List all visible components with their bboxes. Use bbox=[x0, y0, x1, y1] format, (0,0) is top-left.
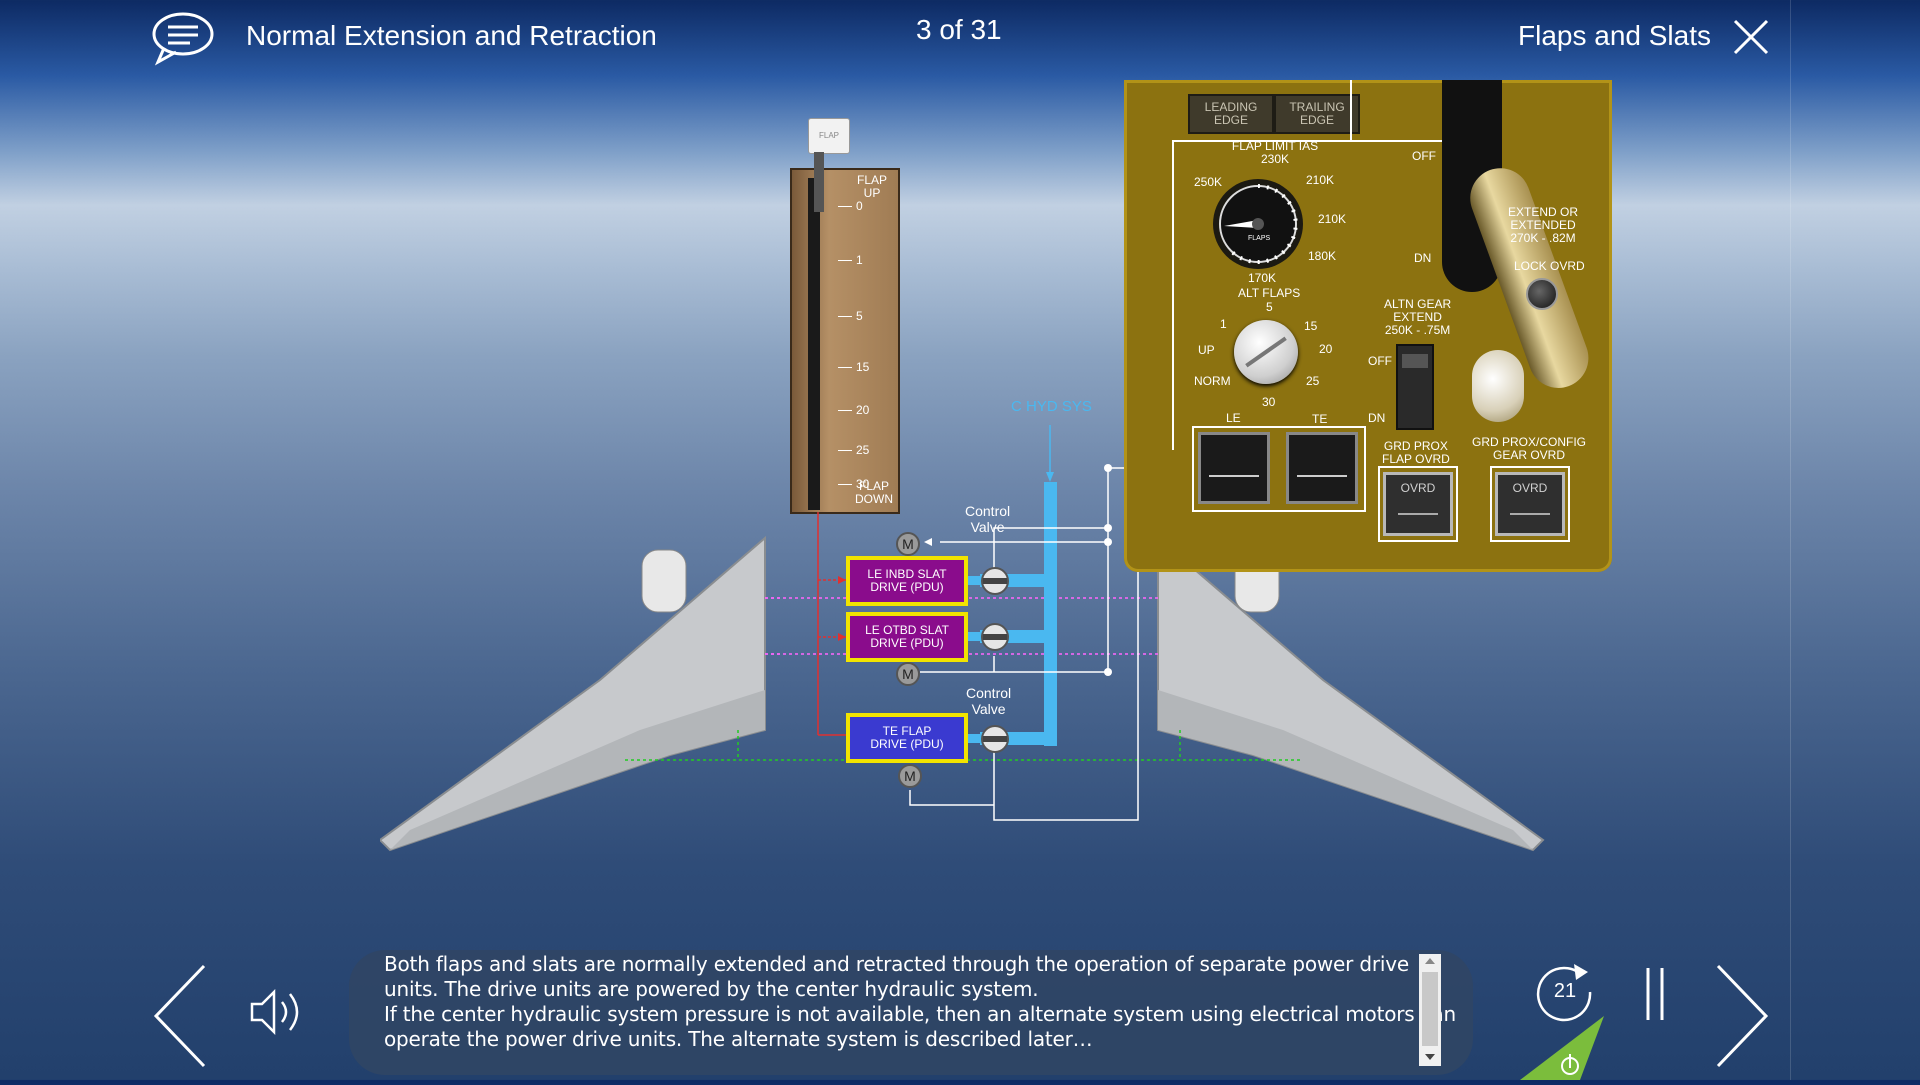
replay-count: 21 bbox=[1553, 980, 1577, 1002]
ias-250-label: 250K bbox=[1194, 175, 1223, 189]
scroll-down-arrow[interactable] bbox=[1425, 1054, 1435, 1060]
control-valve-label-2: Control Valve bbox=[966, 685, 1012, 717]
tick-25: 25 bbox=[856, 443, 870, 457]
ias-210a-label: 210K bbox=[1306, 173, 1335, 187]
flap-position-gauge bbox=[1213, 179, 1303, 269]
grd-prox-gear-ovrd-switch[interactable]: OVRD bbox=[1495, 472, 1565, 536]
tick-0: 0 bbox=[856, 199, 863, 213]
c-hyd-sys-label: C HYD SYS bbox=[1011, 398, 1092, 415]
le-switch-label: LE bbox=[1226, 411, 1241, 425]
pdu-te-flap: TE FLAP DRIVE (PDU) bbox=[846, 713, 968, 763]
left-engine bbox=[641, 549, 687, 613]
airline-tail-logo bbox=[1520, 1016, 1604, 1080]
module-title: Flaps and Slats bbox=[1518, 20, 1711, 51]
chevron-left-icon bbox=[153, 964, 206, 1068]
transcript-button[interactable] bbox=[150, 10, 216, 66]
te-alt-flap-switch[interactable] bbox=[1286, 432, 1358, 504]
motor-le-otbd: M bbox=[896, 662, 920, 686]
lock-ovrd-label: LOCK OVRD bbox=[1514, 259, 1585, 273]
flap-gear-panel: LEADING EDGE TRAILING EDGE FLAP LIMIT IA… bbox=[1124, 80, 1612, 572]
grd-prox-config-label: GRD PROX/CONFIG GEAR OVRD bbox=[1472, 435, 1587, 462]
speaker-icon bbox=[250, 988, 299, 1036]
flap-lever-stem bbox=[814, 152, 824, 212]
ias-210b-label: 210K bbox=[1318, 212, 1347, 226]
flap-lever-handle[interactable]: FLAP bbox=[808, 118, 850, 154]
lesson-title: Normal Extension and Retraction bbox=[246, 20, 657, 51]
trailing-edge-button[interactable]: TRAILING EDGE bbox=[1274, 94, 1360, 134]
speech-bubble-icon bbox=[152, 12, 214, 66]
te-switch-label: TE bbox=[1312, 412, 1328, 426]
control-valve-le-otbd bbox=[981, 623, 1009, 651]
tick-1: 1 bbox=[856, 253, 863, 267]
ias-170-label: 170K bbox=[1248, 271, 1277, 285]
control-valve-le-inbd bbox=[981, 567, 1009, 595]
altn-gear-label: ALTN GEAR EXTEND 250K - .75M bbox=[1384, 297, 1452, 337]
alt-flaps-label: ALT FLAPS bbox=[1238, 286, 1301, 300]
close-icon bbox=[1733, 19, 1769, 55]
altn-dn-label: DN bbox=[1368, 411, 1386, 425]
tick-20: 20 bbox=[856, 403, 870, 417]
chevron-right-icon bbox=[1716, 964, 1769, 1068]
right-divider bbox=[1790, 0, 1791, 1080]
next-button[interactable] bbox=[1712, 962, 1772, 1070]
gear-dn-label: DN bbox=[1414, 251, 1432, 265]
gear-off-label: OFF bbox=[1412, 149, 1436, 163]
alt-flaps-selector[interactable] bbox=[1234, 320, 1298, 384]
flaps-gauge-label: FLAPS bbox=[1248, 235, 1271, 242]
audio-button[interactable] bbox=[248, 982, 308, 1042]
flap-lever-slot bbox=[808, 178, 820, 510]
control-valve-label-1: Control Valve bbox=[965, 503, 1011, 535]
caption-scrollbar[interactable] bbox=[1419, 954, 1441, 1066]
gear-lever-wheel[interactable] bbox=[1472, 350, 1524, 422]
pdu-le-inbd-slat: LE INBD SLAT DRIVE (PDU) bbox=[846, 556, 968, 606]
lock-override-button[interactable] bbox=[1526, 278, 1558, 310]
close-button[interactable] bbox=[1732, 18, 1770, 56]
tick-5: 5 bbox=[856, 309, 863, 323]
motor-te-flap: M bbox=[898, 764, 922, 788]
pause-button[interactable] bbox=[1640, 966, 1670, 1022]
ias-180-label: 180K bbox=[1308, 249, 1337, 263]
altn-gear-extend-switch[interactable] bbox=[1396, 344, 1434, 430]
extend-limit-label: EXTEND OR EXTENDED 270K - .82M bbox=[1508, 205, 1579, 245]
control-valve-te-flap bbox=[981, 725, 1009, 753]
le-alt-flap-switch[interactable] bbox=[1198, 432, 1270, 504]
tick-15: 15 bbox=[856, 360, 870, 374]
caption-panel bbox=[349, 950, 1473, 1075]
scroll-thumb[interactable] bbox=[1422, 972, 1438, 1046]
tail-logo-icon bbox=[1520, 1016, 1604, 1080]
altn-off-label: OFF bbox=[1368, 354, 1392, 368]
replay-icon bbox=[1536, 964, 1592, 1022]
tick-30: 30 bbox=[856, 477, 870, 491]
scroll-up-arrow[interactable] bbox=[1425, 958, 1435, 964]
replay-button[interactable]: 21 bbox=[1532, 960, 1602, 1030]
flap-detent-ticks: 0 1 5 15 20 25 30 bbox=[828, 170, 898, 510]
motor-le-inbd: M bbox=[896, 532, 920, 556]
grd-prox-flap-ovrd-switch[interactable]: OVRD bbox=[1383, 472, 1453, 536]
wing-diagram bbox=[380, 535, 1545, 852]
page-indicator: 3 of 31 bbox=[916, 14, 1002, 45]
leading-edge-button[interactable]: LEADING EDGE bbox=[1188, 94, 1274, 134]
previous-button[interactable] bbox=[150, 962, 210, 1070]
caption-text: Both flaps and slats are normally extend… bbox=[384, 952, 1456, 1051]
pdu-le-otbd-slat: LE OTBD SLAT DRIVE (PDU) bbox=[846, 612, 968, 662]
pause-icon bbox=[1646, 968, 1664, 1020]
grd-prox-flap-label: GRD PROX FLAP OVRD bbox=[1382, 439, 1450, 466]
